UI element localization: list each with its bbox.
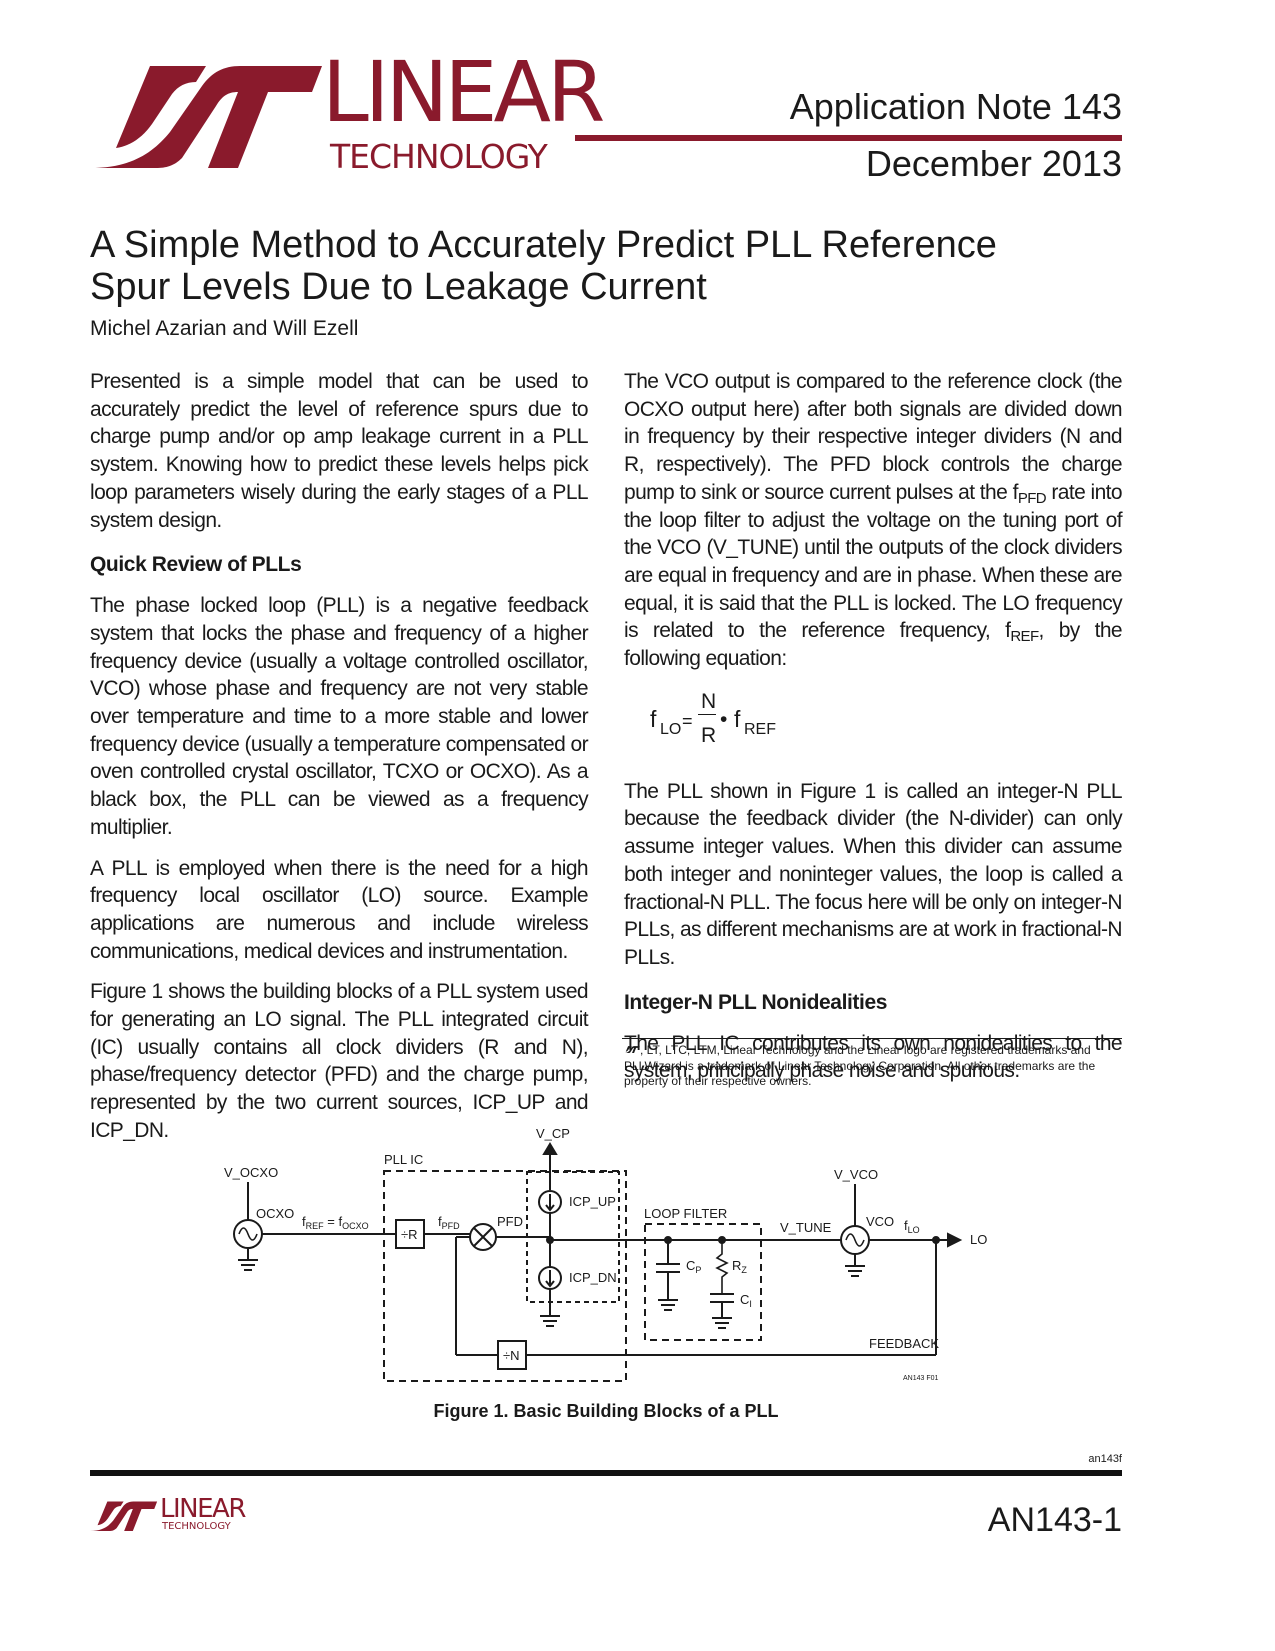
paragraph: The phase locked loop (PLL) is a negativ… (90, 594, 589, 839)
label-fpfd: fPFD (438, 1214, 460, 1231)
paragraph: A PLL is employed when there is the need… (90, 856, 589, 963)
label-div-r: ÷R (401, 1227, 418, 1242)
charge-pump-boundary (526, 1171, 620, 1303)
lo-frequency-equation: f LO = N R • f REF (650, 689, 776, 747)
trademark-rule (622, 1038, 1122, 1039)
right-column: The VCO output is compared to the refere… (624, 368, 1123, 1098)
label-ci: CI (740, 1292, 752, 1309)
label-cp: CP (686, 1258, 701, 1275)
logo-subtitle: TECHNOLOGY (330, 137, 548, 176)
footer-logo: LINEAR TECHNOLOGY (90, 1496, 250, 1536)
pll-block-diagram: V_OCXO OCXO fREF = fOCXO PLL IC ÷R fPFD … (224, 1126, 987, 1382)
label-vco: VCO (866, 1214, 894, 1229)
intro-paragraph: Presented is a simple model that can be … (90, 370, 589, 532)
footer-rule (90, 1470, 1122, 1476)
footer-logo-wordmark: LINEAR (160, 1494, 246, 1524)
page-number: AN143-1 (987, 1501, 1122, 1539)
logo-wordmark: LINEAR (322, 43, 605, 141)
label-feedback: FEEDBACK (869, 1336, 939, 1351)
loop-filter-boundary (644, 1223, 762, 1341)
title-line-2: Spur Levels Due to Leakage Current (90, 266, 707, 308)
footer-logo-subtitle: TECHNOLOGY (162, 1521, 231, 1532)
label-v-tune: V_TUNE (780, 1220, 832, 1235)
figure-id: AN143 F01 (903, 1375, 939, 1382)
section-heading-quick-review: Quick Review of PLLs (90, 553, 302, 577)
label-ocxo: OCXO (256, 1206, 294, 1221)
title-line-1: A Simple Method to Accurately Predict PL… (90, 224, 997, 266)
paragraph: The PLL IC contributes its own nonideali… (624, 1031, 1123, 1083)
label-v-cp: V_CP (536, 1126, 570, 1141)
label-div-n: ÷N (503, 1348, 520, 1363)
lo-output-arrow-icon (947, 1232, 963, 1248)
document-authors: Michel Azarian and Will Ezell (90, 317, 359, 340)
paragraph: Figure 1 shows the building blocks of a … (90, 980, 589, 1142)
label-flo: fLO (904, 1218, 920, 1235)
linear-logo-icon (90, 66, 322, 168)
left-column: Presented is a simple model that can be … (90, 368, 589, 1158)
application-note-number: Application Note 143 (789, 86, 1122, 127)
paragraph: The VCO output is compared to the refere… (624, 370, 1123, 671)
paragraph: The PLL shown in Figure 1 is called an i… (624, 779, 1123, 969)
linear-logo-icon (624, 1046, 640, 1054)
header-rule (575, 135, 1122, 141)
label-rz: RZ (732, 1258, 747, 1275)
label-fref: fREF = fOCXO (302, 1214, 369, 1231)
document-code: an143f (1088, 1453, 1122, 1465)
figure-caption: Figure 1. Basic Building Blocks of a PLL (433, 1401, 779, 1421)
label-lo: LO (970, 1232, 987, 1247)
pll-ic-boundary (383, 1170, 627, 1382)
label-icp-up: ICP_UP (569, 1194, 616, 1209)
label-pll-ic: PLL IC (384, 1152, 423, 1167)
rz-resistor-icon (715, 1240, 729, 1294)
n-divider-block (497, 1340, 527, 1370)
label-icp-dn: ICP_DN (569, 1270, 617, 1285)
label-v-vco: V_VCO (834, 1167, 878, 1182)
label-loop-filter: LOOP FILTER (644, 1206, 727, 1221)
publication-date: December 2013 (865, 143, 1122, 184)
label-v-ocxo: V_OCXO (224, 1165, 278, 1180)
section-heading-nonidealities: Integer-N PLL Nonidealities (624, 990, 888, 1014)
linear-logo-icon (90, 1501, 158, 1532)
trademark-note: , LT, LTC, LTM, Linear Technology and th… (624, 1043, 1096, 1088)
label-pfd: PFD (497, 1214, 523, 1229)
document-title: A Simple Method to Accurately Predict PL… (90, 224, 1150, 308)
